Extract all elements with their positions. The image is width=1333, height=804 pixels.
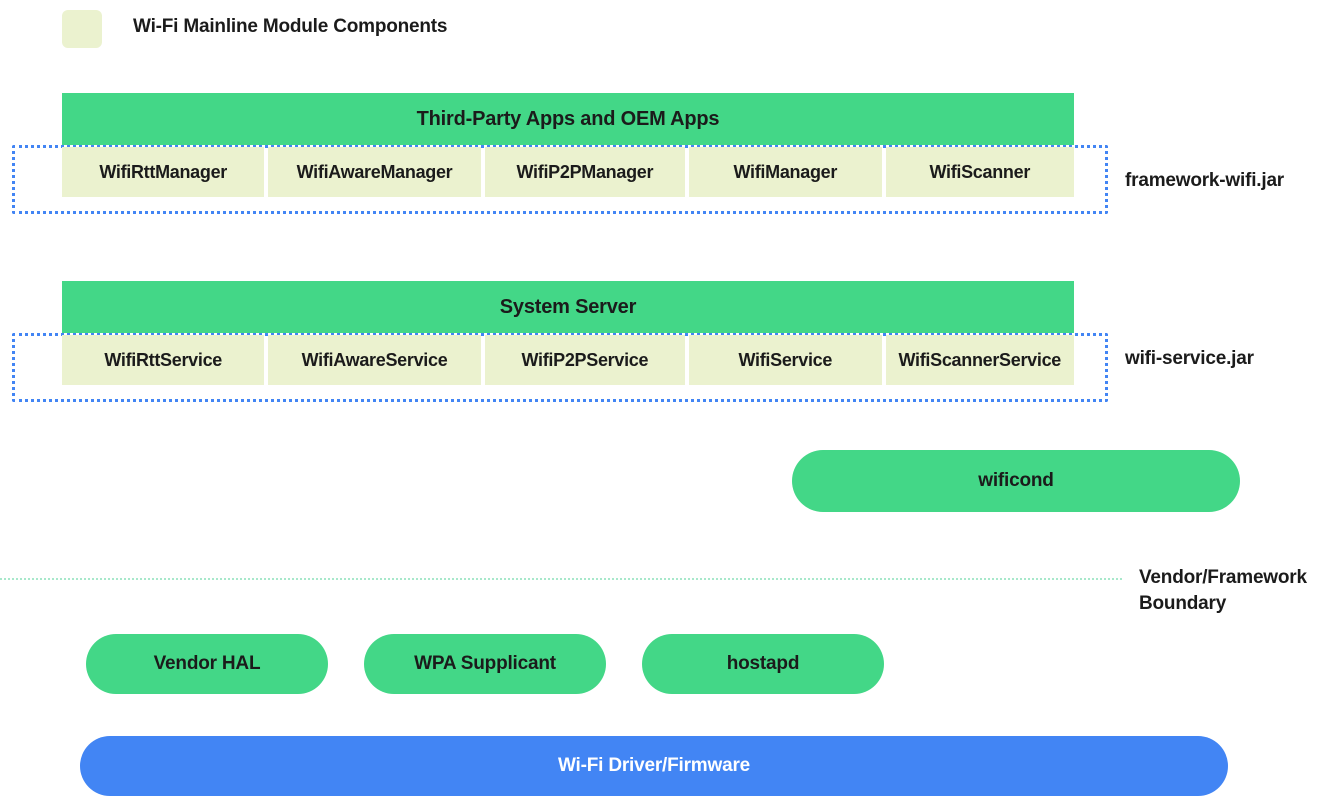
module-box-wifip2pmanager[interactable]: WifiP2PManager <box>484 147 686 197</box>
framework-wifi-jar-boundary <box>12 145 1108 214</box>
framework-module-row: WifiRttManager WifiAwareManager WifiP2PM… <box>62 147 1074 197</box>
vendor-framework-boundary-label: Vendor/Framework Boundary <box>1139 565 1333 617</box>
wifi-service-jar-label: wifi-service.jar <box>1125 348 1254 369</box>
wpa-supplicant-label: WPA Supplicant <box>414 653 556 674</box>
module-label: WifiManager <box>733 161 838 182</box>
module-label: WifiScanner <box>929 161 1031 182</box>
module-box-wifiscanner[interactable]: WifiScanner <box>885 147 1074 197</box>
wpa-supplicant-pill[interactable]: WPA Supplicant <box>364 634 606 694</box>
third-party-apps-layer: Third-Party Apps and OEM Apps <box>62 93 1074 145</box>
module-label: WifiAwareService <box>301 349 448 370</box>
third-party-apps-title: Third-Party Apps and OEM Apps <box>416 107 720 130</box>
module-box-wifimanager[interactable]: WifiManager <box>689 147 882 197</box>
module-label: WifiService <box>738 349 833 370</box>
module-box-wifirttservice[interactable]: WifiRttService <box>62 335 265 385</box>
wifi-service-jar-boundary <box>12 333 1108 402</box>
wifi-driver-firmware-label: Wi-Fi Driver/Firmware <box>557 755 751 776</box>
vendor-hal-pill[interactable]: Vendor HAL <box>86 634 328 694</box>
framework-wifi-jar-label: framework-wifi.jar <box>1125 170 1285 191</box>
wifi-driver-firmware-pill[interactable]: Wi-Fi Driver/Firmware <box>80 736 1228 796</box>
wificond-pill[interactable]: wificond <box>792 450 1240 512</box>
module-label: WifiP2PManager <box>516 161 654 182</box>
legend-label: Wi-Fi Mainline Module Components <box>133 16 448 37</box>
module-label: WifiScannerService <box>898 349 1062 370</box>
vendor-hal-label: Vendor HAL <box>153 653 261 674</box>
module-box-wifip2pservice[interactable]: WifiP2PService <box>484 335 686 385</box>
boundary-label-line1: Vendor/Framework <box>1139 567 1307 588</box>
vendor-framework-boundary-line <box>0 578 1122 580</box>
module-box-wifiscannerservice[interactable]: WifiScannerService <box>885 335 1074 385</box>
module-box-wifiservice[interactable]: WifiService <box>689 335 882 385</box>
module-box-wifiawaremanager[interactable]: WifiAwareManager <box>268 147 481 197</box>
hostapd-label: hostapd <box>726 653 800 674</box>
system-server-title: System Server <box>499 295 637 318</box>
module-box-wifiawareservice[interactable]: WifiAwareService <box>268 335 481 385</box>
boundary-label-line2: Boundary <box>1139 593 1227 614</box>
hostapd-pill[interactable]: hostapd <box>642 634 884 694</box>
module-label: WifiRttService <box>104 349 223 370</box>
module-label: WifiRttManager <box>99 161 227 182</box>
system-server-module-row: WifiRttService WifiAwareService WifiP2PS… <box>62 335 1074 385</box>
wificond-label: wificond <box>978 470 1054 491</box>
module-label: WifiAwareManager <box>296 161 453 182</box>
module-box-wifirttmanager[interactable]: WifiRttManager <box>62 147 265 197</box>
legend-color-swatch <box>62 10 102 48</box>
system-server-layer: System Server <box>62 281 1074 333</box>
module-label: WifiP2PService <box>521 349 649 370</box>
